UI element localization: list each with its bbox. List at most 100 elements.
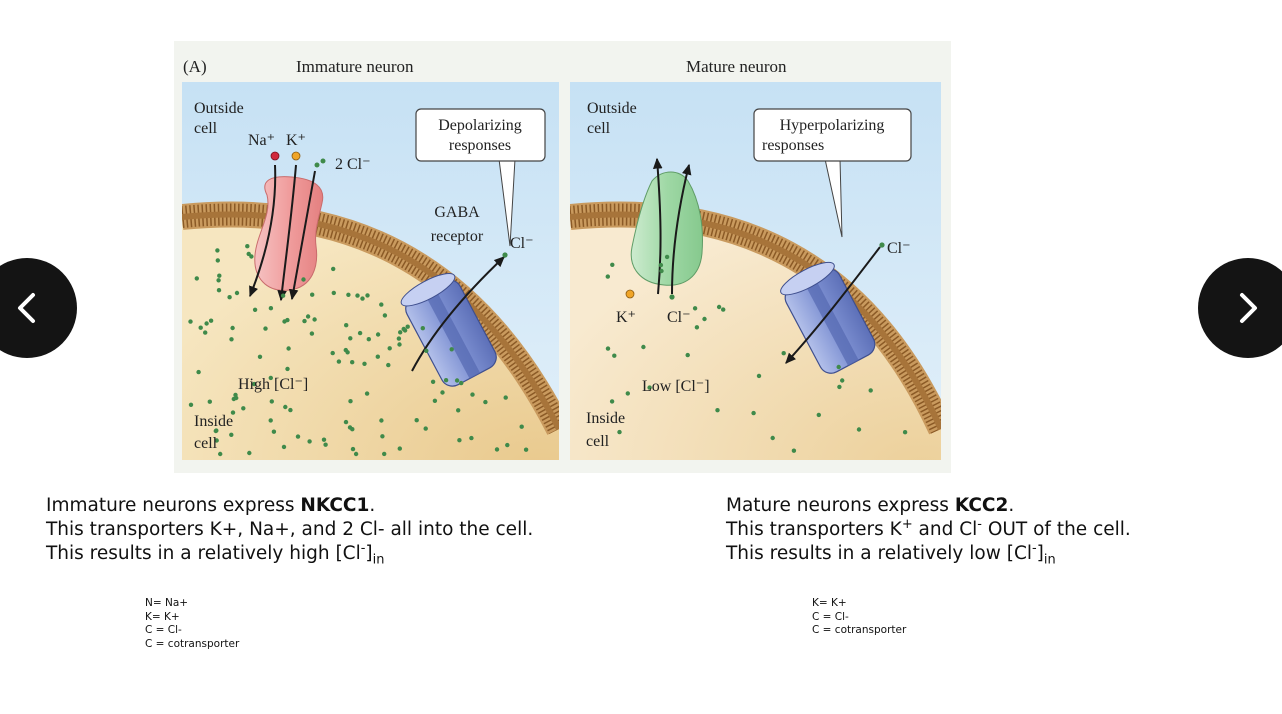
chloride-ion	[217, 288, 221, 292]
chloride-ion	[695, 325, 699, 329]
chloride-ion	[903, 430, 907, 434]
low-chloride-label: Low [Cl⁻]	[642, 378, 710, 395]
chloride-ion	[792, 449, 796, 453]
chloride-ion	[233, 393, 237, 397]
caption-text: ]	[365, 543, 372, 564]
chloride-ion	[348, 336, 352, 340]
chloride-ion	[382, 452, 386, 456]
chloride-ion	[626, 391, 630, 395]
caption-text: .	[369, 495, 375, 516]
chloride-ion	[258, 355, 262, 359]
gaba-receptor-label-line2: receptor	[431, 228, 484, 245]
chloride-ion	[217, 274, 221, 278]
mature-neuron-caption: Mature neurons express KCC2. This transp…	[726, 494, 1131, 566]
chloride-ion	[203, 330, 207, 334]
chloride-ion	[196, 370, 200, 374]
chloride-ion	[310, 293, 314, 297]
legend-item: C = Cl-	[145, 624, 239, 638]
left-panel-title: Immature neuron	[296, 57, 414, 76]
caption-line: This transporters K+, Na+, and 2 Cl- all…	[46, 518, 533, 542]
chloride-ion	[286, 346, 290, 350]
chloride-ion	[358, 331, 362, 335]
right-outside-label-line1: Outside	[587, 100, 637, 117]
kcc2-potassium-label: K⁺	[616, 309, 636, 326]
legend-item: C = cotransporter	[145, 638, 239, 652]
chloride-ion	[188, 319, 192, 323]
chloride-ion	[209, 319, 213, 323]
chloride-ion	[379, 302, 383, 306]
caption-line: This results in a relatively low [Cl-]in	[726, 542, 1131, 566]
chloride-ion	[612, 354, 616, 358]
next-slide-button[interactable]	[1198, 258, 1282, 358]
caption-line: Mature neurons express KCC2.	[726, 494, 1131, 518]
chloride-ion	[312, 317, 316, 321]
chloride-ion	[269, 418, 273, 422]
chloride-ion	[840, 378, 844, 382]
chloride-ion	[331, 267, 335, 271]
potassium-ion	[292, 152, 300, 160]
caption-text: This results in a relatively high [Cl	[46, 543, 361, 564]
chloride-ion	[669, 294, 674, 299]
chloride-ion	[229, 337, 233, 341]
gaba-receptor-label-line1: GABA	[434, 204, 480, 221]
chloride-ion	[686, 353, 690, 357]
potassium-ion	[626, 290, 634, 298]
panel-label: (A)	[183, 57, 207, 76]
chloride-ion	[376, 332, 380, 336]
chloride-ion	[355, 293, 359, 297]
right-inside-label-line2: cell	[586, 433, 610, 450]
chloride-ion	[247, 451, 251, 455]
kcc2-term: KCC2	[955, 495, 1009, 516]
legend-item: K= K+	[145, 611, 239, 625]
left-inside-label-line1: Inside	[194, 413, 233, 430]
chloride-ion	[344, 420, 348, 424]
right-outside-label-line2: cell	[587, 120, 611, 137]
chloride-ion	[306, 314, 310, 318]
right-abbreviation-legend: K= K+ C = Cl- C = cotransporter	[812, 597, 906, 638]
chloride-ion	[247, 252, 251, 256]
chloride-ion	[659, 269, 663, 273]
chloride-ion	[857, 427, 861, 431]
chloride-ion	[470, 392, 474, 396]
chloride-ion	[189, 403, 193, 407]
chloride-ion	[354, 452, 358, 456]
caption-text: This results in a relatively low [Cl	[726, 543, 1032, 564]
chloride-ion	[483, 400, 487, 404]
chloride-ion	[520, 425, 524, 429]
chloride-ion	[457, 438, 461, 442]
chloride-ion	[398, 330, 402, 334]
receptor-chloride-label: Cl⁻	[887, 240, 911, 257]
chloride-ion	[771, 436, 775, 440]
chloride-ion	[365, 293, 369, 297]
chloride-ion	[659, 263, 663, 267]
chloride-ion	[362, 362, 366, 366]
chloride-ion	[415, 418, 419, 422]
chloride-ion	[782, 351, 786, 355]
nkcc1-term: NKCC1	[300, 495, 369, 516]
chloride-ion	[380, 434, 384, 438]
previous-slide-button[interactable]	[0, 258, 77, 358]
chloride-ion	[288, 408, 292, 412]
chloride-ion	[245, 244, 249, 248]
chloride-ion	[450, 347, 454, 351]
kcc2-chloride-label: Cl⁻	[667, 309, 691, 326]
chloride-ion	[344, 323, 348, 327]
chloride-ion	[351, 447, 355, 451]
mature-neuron-panel	[570, 82, 941, 460]
chloride-ion	[348, 425, 352, 429]
immature-neuron-caption: Immature neurons express NKCC1. This tra…	[46, 494, 533, 566]
chloride-ion	[235, 291, 239, 295]
chloride-ion	[270, 399, 274, 403]
chloride-ion	[321, 159, 326, 164]
chloride-ion	[269, 306, 273, 310]
high-chloride-label: High [Cl⁻]	[238, 376, 308, 393]
chloride-ion	[433, 399, 437, 403]
chloride-ion	[444, 378, 448, 382]
chloride-ion	[406, 325, 410, 329]
chloride-ion	[386, 363, 390, 367]
caption-line: This results in a relatively high [Cl-]i…	[46, 542, 533, 566]
chloride-ion	[606, 346, 610, 350]
caption-text: and Cl	[913, 519, 978, 540]
chloride-ion	[702, 317, 706, 321]
caption-text: .	[1008, 495, 1014, 516]
